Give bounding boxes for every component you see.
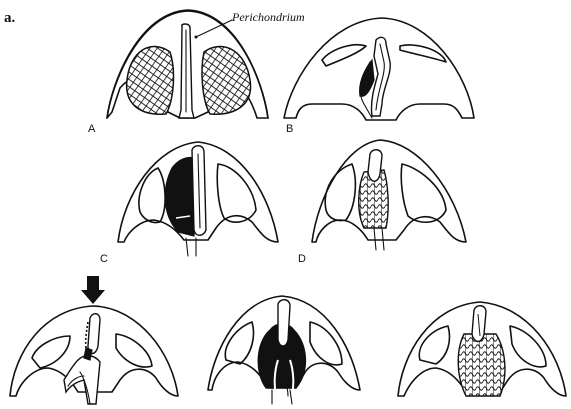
panel-d-nose-outline <box>312 140 466 242</box>
panel-e-right-cavity <box>116 334 152 367</box>
panel-d-left-cavity <box>325 164 355 221</box>
panel-f-septum <box>278 300 290 346</box>
panel-b-cartilage-dark <box>360 60 374 96</box>
panel-f-right-cavity <box>310 322 342 365</box>
figure-letter: a. <box>4 10 16 26</box>
panel-b-tag: B <box>286 123 293 135</box>
panel-a-right-lobe <box>202 47 251 115</box>
panel-b: B <box>284 18 474 135</box>
panel-e <box>10 276 178 404</box>
panel-c-tag: C <box>100 253 108 265</box>
panel-c-hematoma <box>165 157 196 236</box>
panel-d-tag: D <box>298 253 306 265</box>
perichondrium-label: Perichondrium <box>231 10 305 24</box>
panel-c-left-cavity <box>139 168 165 223</box>
panel-b-left-slit <box>322 45 366 66</box>
panel-c: C <box>100 142 278 265</box>
panel-e-septum-upper <box>88 314 100 354</box>
panel-c-right-cavity <box>217 164 256 222</box>
panel-e-left-cavity <box>32 336 70 368</box>
panel-g <box>398 302 566 396</box>
panel-a: Perichondrium A <box>88 10 305 135</box>
panel-e-septum-lower <box>64 356 100 404</box>
panel-g-organized-tissue <box>458 334 505 396</box>
panel-a-tag: A <box>88 123 96 135</box>
panel-f <box>208 296 360 404</box>
pressure-arrow-icon <box>81 276 105 304</box>
panel-f-left-cavity <box>225 322 253 364</box>
panel-d-septum <box>368 150 382 182</box>
panel-d: D <box>298 140 466 265</box>
panel-a-left-lobe <box>127 47 174 115</box>
panel-g-right-cavity <box>510 326 546 367</box>
panel-d-right-cavity <box>401 164 446 222</box>
